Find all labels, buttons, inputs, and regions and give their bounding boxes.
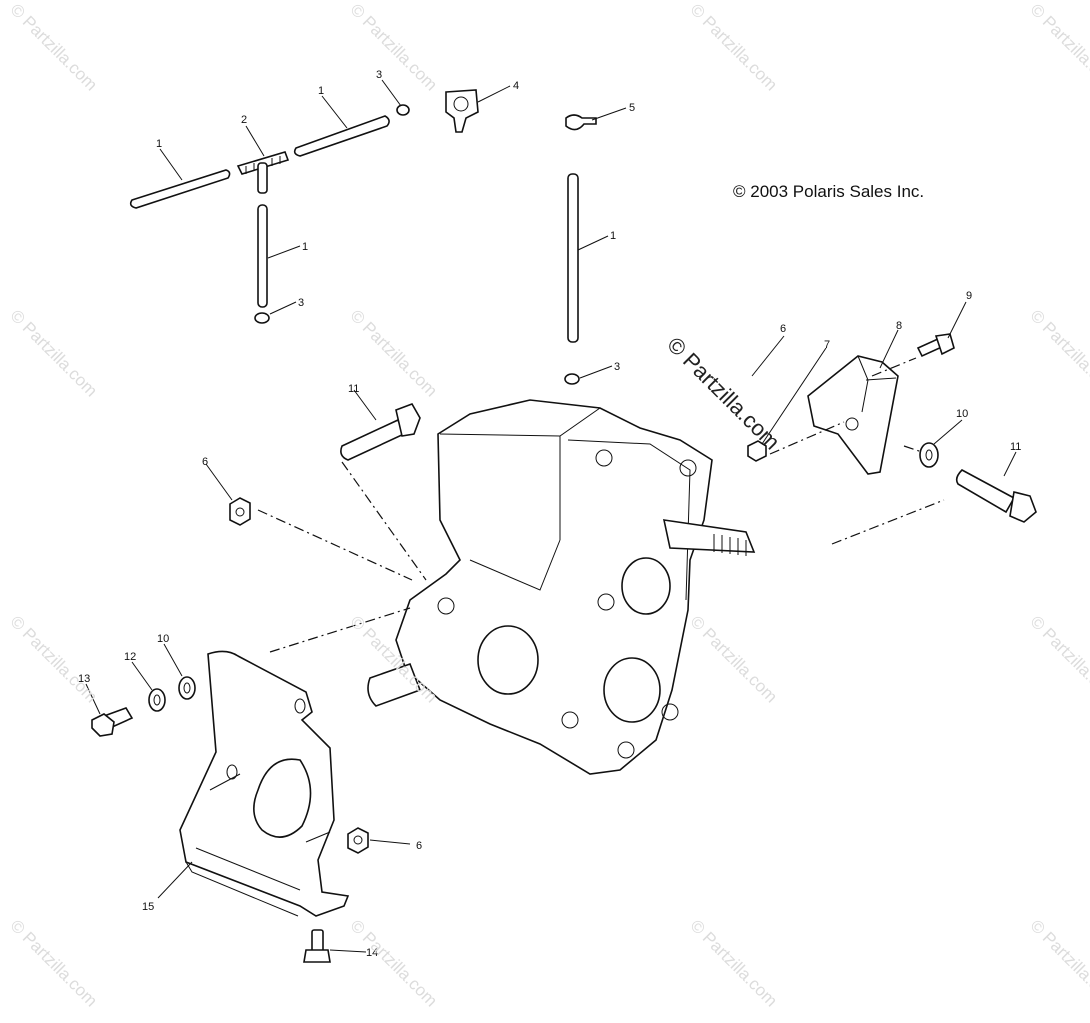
hose-clamp-lower[interactable] bbox=[564, 373, 580, 385]
nut-right[interactable] bbox=[747, 440, 767, 462]
mounting-bracket-right[interactable] bbox=[807, 355, 899, 475]
nut-lower[interactable] bbox=[347, 827, 369, 854]
callout-clamp-b: 3 bbox=[298, 297, 304, 309]
washer-12[interactable] bbox=[148, 688, 166, 712]
transmission-gearcase[interactable] bbox=[367, 399, 756, 775]
washer-left[interactable] bbox=[178, 676, 196, 700]
callout-bolt-long-b: 11 bbox=[1010, 441, 1021, 453]
callout-tube-c: 1 bbox=[302, 241, 308, 253]
callout-nut-a: 6 bbox=[780, 323, 786, 335]
assembly-lines bbox=[257, 357, 945, 653]
callout-bolt-13: 13 bbox=[78, 673, 90, 685]
bolt-13[interactable] bbox=[91, 707, 134, 737]
breather-tube-vertical[interactable] bbox=[257, 204, 268, 308]
long-bolt-right[interactable] bbox=[955, 469, 1037, 523]
callout-tube-b: 1 bbox=[318, 85, 324, 97]
callout-nut-c: 6 bbox=[416, 840, 422, 852]
callout-washer-b: 10 bbox=[157, 633, 169, 645]
callout-clip: 5 bbox=[629, 102, 635, 114]
breather-tube-long[interactable] bbox=[567, 173, 579, 343]
callout-tee-fitting: 2 bbox=[241, 114, 247, 126]
callout-bolt-9: 9 bbox=[966, 290, 972, 302]
callout-washer-a: 10 bbox=[956, 408, 968, 420]
callout-bolt-14: 14 bbox=[366, 947, 378, 959]
callout-nut-d: 7 bbox=[824, 339, 830, 351]
clip[interactable] bbox=[565, 114, 597, 131]
breather-tube-left[interactable] bbox=[129, 169, 231, 209]
nut-left[interactable] bbox=[229, 497, 251, 526]
leader-lines bbox=[85, 79, 1017, 953]
breather-tube-upper[interactable] bbox=[293, 115, 390, 157]
breather-valve[interactable] bbox=[445, 89, 479, 133]
callout-clamp-a: 3 bbox=[376, 69, 382, 81]
callout-tube-a: 1 bbox=[156, 138, 162, 150]
bolt-14[interactable] bbox=[303, 929, 331, 963]
hose-clamp-mid[interactable] bbox=[254, 312, 270, 324]
tee-fitting[interactable] bbox=[236, 151, 290, 194]
callout-bolt-long-a: 11 bbox=[348, 383, 359, 395]
bolt-9[interactable] bbox=[916, 333, 955, 358]
copyright-notice: © 2003 Polaris Sales Inc. bbox=[733, 182, 925, 201]
callout-breather-valve: 4 bbox=[513, 80, 519, 92]
hose-clamp-top[interactable] bbox=[396, 104, 410, 116]
callout-clamp-c: 3 bbox=[614, 361, 620, 373]
callout-washer-12: 12 bbox=[124, 651, 136, 663]
long-bolt-left[interactable] bbox=[340, 403, 421, 461]
washer-right[interactable] bbox=[919, 442, 939, 468]
callout-bracket-right: 8 bbox=[896, 320, 902, 332]
callout-bracket-left: 15 bbox=[142, 901, 154, 913]
callout-tube-d: 1 bbox=[610, 230, 616, 242]
callout-numbers: 1 1 1 1 2 3 3 3 4 5 6 6 6 7 8 9 10 10 11… bbox=[78, 69, 1021, 959]
mounting-bracket-left[interactable] bbox=[179, 650, 350, 917]
callout-nut-b: 6 bbox=[202, 456, 208, 468]
